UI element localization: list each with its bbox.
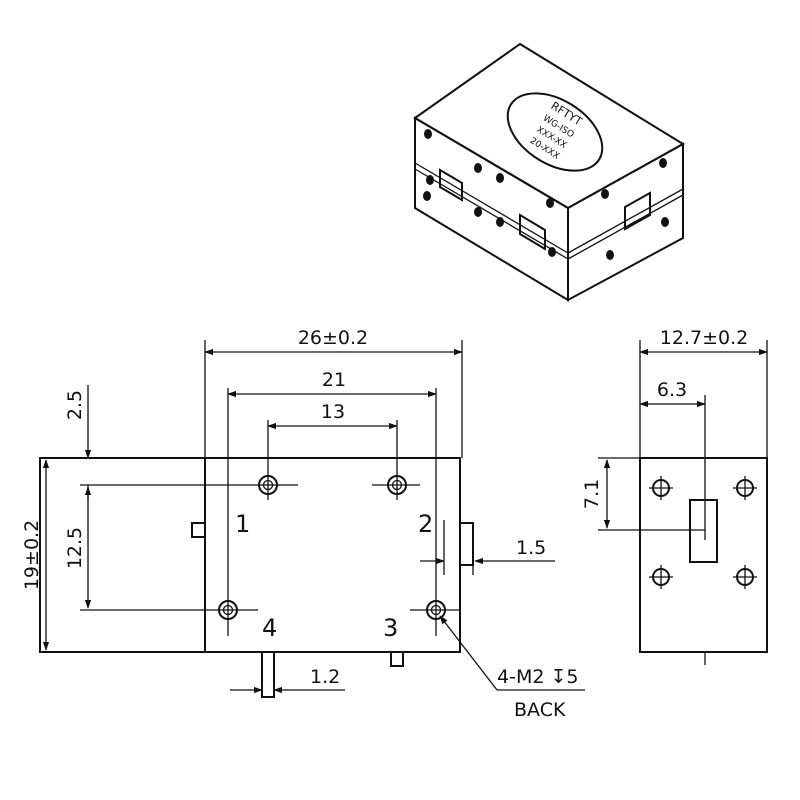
iso-port-right (624, 191, 651, 231)
iso-logo-label: RFTYT WG-ISO XXX-XX 20-XXX (506, 92, 604, 172)
port-number-1: 1 (235, 510, 250, 538)
side-view: 12.7±0.2 6.3 7.1 (581, 327, 768, 665)
front-hole-br (426, 600, 446, 620)
front-hole-bl (218, 600, 238, 620)
hole-callout: 4-M2 ↧5 (497, 666, 578, 688)
iso-logo-circle (506, 92, 604, 172)
dim-side-port-height-7-1: 7.1 (581, 479, 603, 509)
hole-callout-note: BACK (514, 699, 566, 721)
side-port-slot (689, 499, 718, 563)
front-view: 1 2 3 4 26±0.2 21 13 19±0.2 2.5 12.5 1.5 (21, 327, 585, 721)
iso-right-face (567, 142, 684, 302)
side-hole-bl (649, 565, 673, 589)
dim-hole-span-21: 21 (322, 369, 346, 391)
iso-port-front (519, 213, 546, 251)
side-hole-tl (649, 476, 673, 500)
iso-mounting-holes (423, 129, 669, 260)
port-number-3: 3 (383, 614, 398, 642)
side-hole-br (733, 565, 757, 589)
front-port-tab-right (459, 522, 474, 566)
dim-hole-vertical-12-5: 12.5 (64, 527, 86, 569)
side-hole-tr (733, 476, 757, 500)
dim-width-26: 26±0.2 (298, 327, 368, 349)
dim-height-19: 19±0.2 (21, 520, 43, 590)
isometric-view: RFTYT WG-ISO XXX-XX 20-XXX (413, 42, 685, 302)
port-number-2: 2 (418, 510, 433, 538)
front-hole-tl (258, 475, 278, 495)
front-pin-bottom-right (390, 651, 404, 667)
front-hole-tr (387, 475, 407, 495)
dim-port-span-13: 13 (321, 401, 345, 423)
front-port-tab-left (191, 522, 206, 538)
dim-port-offset-1-5: 1.5 (516, 537, 546, 559)
dim-top-offset-2-5: 2.5 (64, 390, 86, 420)
front-pin-bottom-left (261, 651, 275, 698)
dim-pin-width-1-2: 1.2 (310, 666, 340, 688)
port-number-4: 4 (262, 614, 277, 642)
dim-side-port-offset-6-3: 6.3 (657, 379, 687, 401)
side-body (639, 457, 768, 653)
iso-port-left (439, 168, 463, 202)
dim-side-width-12-7: 12.7±0.2 (660, 327, 748, 349)
